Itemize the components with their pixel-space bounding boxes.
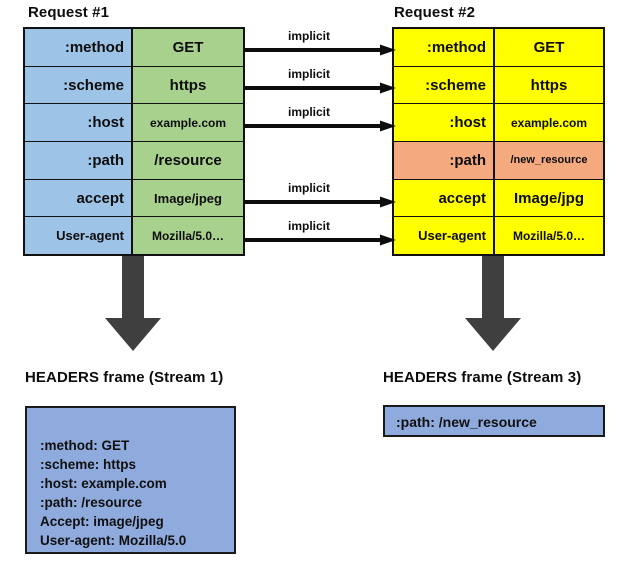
- implicit-label-accept: implicit: [288, 181, 331, 195]
- frame-line: Accept: image/jpeg: [40, 514, 164, 529]
- table-row: accept Image/jpg: [394, 179, 603, 218]
- implicit-arrow-method: [244, 44, 396, 56]
- implicit-label-host: implicit: [288, 105, 331, 119]
- frame-line: :scheme: https: [40, 457, 137, 472]
- table-row-changed: :path /new_resource: [394, 142, 603, 180]
- table-row: :path /resource: [25, 142, 243, 180]
- header-value: Image/jpeg: [133, 179, 243, 217]
- header-key: :path: [394, 142, 495, 179]
- header-value: Mozilla/5.0…: [495, 217, 603, 255]
- header-key: :host: [394, 104, 495, 142]
- request1-title: Request #1: [28, 4, 110, 21]
- implicit-label-user-agent: implicit: [288, 219, 331, 233]
- table-row: :scheme https: [394, 66, 603, 105]
- header-value: example.com: [495, 104, 603, 142]
- frame-line: User-agent: Mozilla/5.0: [40, 533, 187, 548]
- header-value: https: [133, 66, 243, 104]
- header-key: User-agent: [25, 217, 133, 255]
- headers-frame-stream3-box: :path: /new_resource: [383, 405, 605, 437]
- frame-line: :path: /new_resource: [396, 414, 537, 430]
- header-key: :method: [394, 29, 495, 66]
- header-value: https: [495, 66, 603, 104]
- table-row: :host example.com: [25, 104, 243, 143]
- header-key: User-agent: [394, 217, 495, 255]
- implicit-label-method: implicit: [288, 29, 331, 43]
- header-value: example.com: [133, 104, 243, 142]
- request2-title: Request #2: [394, 4, 476, 21]
- table-row: :host example.com: [394, 104, 603, 143]
- header-key: accept: [394, 179, 495, 217]
- table-row: :scheme https: [25, 66, 243, 105]
- header-value: Image/jpg: [495, 179, 603, 217]
- table-row: :method GET: [394, 29, 603, 67]
- frame-line: :method: GET: [40, 438, 130, 453]
- table-row: User-agent Mozilla/5.0…: [25, 217, 243, 255]
- header-key: :scheme: [25, 66, 133, 104]
- header-value: GET: [133, 29, 243, 66]
- flow-arrow-down-left: [105, 256, 161, 351]
- header-value: GET: [495, 29, 603, 66]
- header-value: Mozilla/5.0…: [133, 217, 243, 255]
- implicit-arrow-accept: [244, 196, 396, 208]
- frame-line: :path: /resource: [40, 495, 143, 510]
- table-row: User-agent Mozilla/5.0…: [394, 217, 603, 255]
- implicit-label-scheme: implicit: [288, 67, 331, 81]
- header-key: :path: [25, 142, 133, 179]
- table-row: accept Image/jpeg: [25, 179, 243, 218]
- frame-stream3-title: HEADERS frame (Stream 3): [383, 369, 582, 386]
- header-value: /new_resource: [495, 142, 603, 179]
- header-key: accept: [25, 179, 133, 217]
- frame-stream1-title: HEADERS frame (Stream 1): [25, 369, 224, 386]
- frame-line: :host: example.com: [40, 476, 167, 491]
- implicit-arrow-scheme: [244, 82, 396, 94]
- header-value: /resource: [133, 142, 243, 179]
- header-key: :host: [25, 104, 133, 142]
- table-row: :method GET: [25, 29, 243, 67]
- implicit-arrow-user-agent: [244, 234, 396, 246]
- header-key: :method: [25, 29, 133, 66]
- implicit-arrow-host: [244, 120, 396, 132]
- headers-frame-stream1-lines: :method: GET :scheme: https :host: examp…: [40, 436, 186, 550]
- flow-arrow-down-right: [465, 256, 521, 351]
- request1-header-table: :method GET :scheme https :host example.…: [23, 27, 245, 256]
- headers-frame-stream1-box: :method: GET :scheme: https :host: examp…: [25, 406, 236, 554]
- header-key: :scheme: [394, 66, 495, 104]
- request2-header-table: :method GET :scheme https :host example.…: [392, 27, 605, 256]
